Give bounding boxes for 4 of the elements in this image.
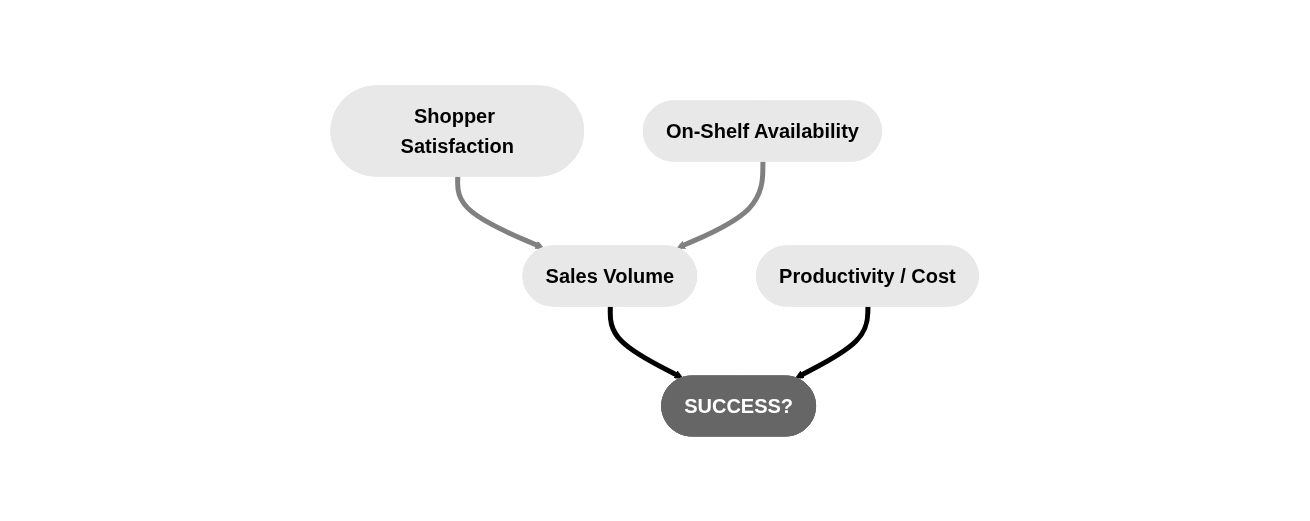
arrow — [795, 305, 871, 378]
arrow — [676, 160, 766, 249]
arrow — [608, 305, 684, 378]
arrow — [455, 175, 545, 249]
